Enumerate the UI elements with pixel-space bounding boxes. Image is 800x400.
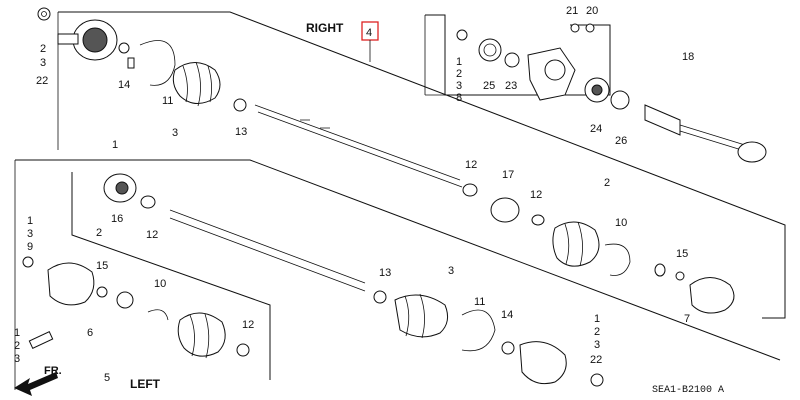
callout-12-r1: 12 <box>465 159 477 171</box>
callout-15-r: 15 <box>676 248 688 260</box>
front-arrow: FR. <box>14 365 62 396</box>
callout-21: 21 <box>566 5 578 17</box>
boot-band <box>127 40 176 86</box>
right-shaft <box>254 104 463 188</box>
left-shaft <box>169 209 366 292</box>
left-inner-frame <box>71 172 271 380</box>
callout-3-l: 3 <box>27 228 33 240</box>
callout-12-r2: 12 <box>530 189 542 201</box>
left-frame <box>15 159 781 361</box>
callout-18: 18 <box>682 51 694 63</box>
svg-text:FR.: FR. <box>44 365 62 377</box>
callout-1-bl: 1 <box>14 327 20 339</box>
callout-2-top: 2 <box>40 43 46 55</box>
callout-7: 7 <box>684 313 690 325</box>
callout-2-br: 2 <box>594 326 600 338</box>
left-outer-boot <box>373 290 604 387</box>
callout-13-l: 13 <box>379 267 391 279</box>
callout-11-top: 11 <box>162 95 173 107</box>
callout-2-bl: 2 <box>14 340 20 352</box>
callout-3-br: 3 <box>594 339 600 351</box>
bearing-support <box>456 23 630 110</box>
callout-2-r: 2 <box>604 177 610 189</box>
right-sub-frame <box>425 14 611 96</box>
callout-12-l2: 12 <box>242 319 254 331</box>
right-outer-joint <box>57 19 118 61</box>
callout-4: 4 <box>366 27 372 39</box>
callout-14-l: 14 <box>501 309 513 321</box>
left-inner-boot <box>147 309 250 359</box>
callout-1-l: 1 <box>27 215 33 227</box>
callout-3b-top: 3 <box>172 127 178 139</box>
callout-17: 17 <box>502 169 514 181</box>
callout-20: 20 <box>586 5 598 17</box>
bolt <box>28 331 54 349</box>
callout-12-l1: 12 <box>146 229 158 241</box>
callout-10-r: 10 <box>615 217 627 229</box>
callout-2-l: 2 <box>96 227 102 239</box>
callout-1-br: 1 <box>594 313 600 325</box>
callout-9-l: 9 <box>27 241 33 253</box>
callout-22-top: 22 <box>36 75 48 87</box>
callout-23: 23 <box>505 80 517 92</box>
label-left: LEFT <box>130 377 161 391</box>
callout-3-s: 3 <box>456 80 462 92</box>
callout-3-top: 3 <box>40 57 46 69</box>
callout-24: 24 <box>590 123 602 135</box>
callout-2-s: 2 <box>456 68 462 80</box>
diagram-code: SEA1-B2100 A <box>652 385 724 396</box>
callout-1-s: 1 <box>456 56 462 68</box>
callout-15-l: 15 <box>96 260 108 272</box>
callout-16: 16 <box>111 213 123 225</box>
callout-1-top: 1 <box>112 139 118 151</box>
callout-8-s: 8 <box>456 92 462 104</box>
callout-6: 6 <box>87 327 93 339</box>
callout-3-bl: 3 <box>14 353 20 365</box>
callout-13-top: 13 <box>235 126 247 138</box>
callout-22-br: 22 <box>590 354 602 366</box>
left-inner-joint <box>103 173 156 209</box>
callout-25: 25 <box>483 80 495 92</box>
callout-14-top: 14 <box>118 79 130 91</box>
callout-10-l: 10 <box>154 278 166 290</box>
callout-26: 26 <box>615 135 627 147</box>
clip <box>233 98 247 112</box>
right-frame <box>58 11 786 319</box>
left-outer-cup <box>22 256 134 309</box>
callout-11-l: 11 <box>474 296 485 308</box>
callout-3-lm: 3 <box>448 265 454 277</box>
callout-5: 5 <box>104 372 110 384</box>
label-right: RIGHT <box>306 21 344 35</box>
right-outer-boot <box>172 61 221 107</box>
intermediate-shaft <box>644 104 767 163</box>
ring-part <box>118 42 130 54</box>
right-inner-joint <box>462 183 735 314</box>
nut <box>37 7 51 21</box>
